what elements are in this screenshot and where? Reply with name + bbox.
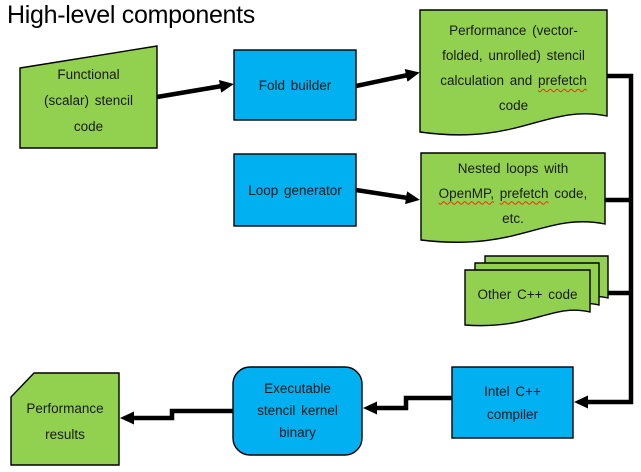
functional-stencil-label: Functional (scalar) stencil code bbox=[43, 67, 134, 134]
other-cpp-code-label: Other C++ code bbox=[477, 286, 578, 302]
nested-loops-label: Nested loops with OpenMP, prefetch code,… bbox=[438, 160, 588, 226]
fold-builder-box bbox=[233, 49, 357, 121]
intel-compiler-label: Intel C++ compiler bbox=[484, 383, 541, 422]
loop-generator-label: Loop generator bbox=[248, 182, 342, 198]
executable-binary-label: Executable stencil kernel binary bbox=[257, 381, 338, 440]
other-cpp-doc-front bbox=[464, 269, 591, 327]
functional-stencil-shape bbox=[19, 45, 158, 149]
arrow-intel-to-executable bbox=[363, 395, 452, 415]
misspelled-word: prefetch bbox=[538, 73, 587, 88]
connector-right-elbow-to-intel bbox=[574, 73, 634, 409]
arrow-executable-to-results bbox=[120, 408, 233, 425]
arrow-fold-to-performance bbox=[355, 69, 420, 89]
arrow-loop-to-nested bbox=[355, 187, 420, 205]
misspelled-word: OpenMP, bbox=[438, 185, 494, 201]
arrow-functional-to-fold bbox=[156, 79, 234, 100]
performance-results-shape bbox=[10, 372, 120, 466]
intel-compiler-box bbox=[451, 366, 574, 439]
loop-generator-box bbox=[233, 153, 357, 227]
fold-builder-label: Fold builder bbox=[258, 77, 332, 93]
misspelled-word: prefetch bbox=[499, 185, 549, 201]
slide-title: High-level components bbox=[7, 1, 255, 29]
executable-binary-box bbox=[232, 366, 363, 456]
performance-results-label: Performance results bbox=[26, 401, 104, 442]
performance-code-document bbox=[419, 9, 608, 136]
nested-loops-document bbox=[420, 152, 606, 243]
performance-code-label: Performance (vector- folded, unrolled) s… bbox=[440, 23, 587, 113]
